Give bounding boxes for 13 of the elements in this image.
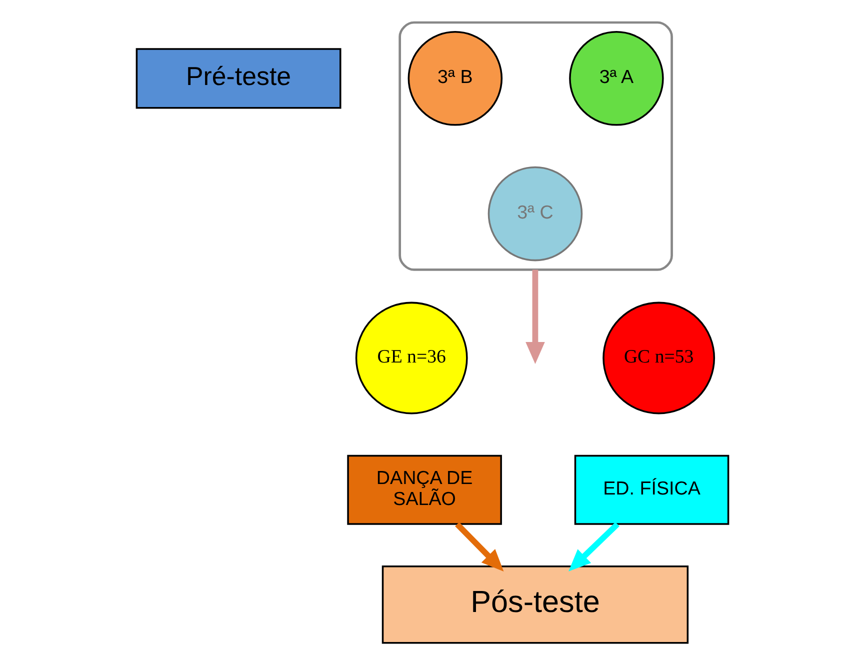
node-box: ED. FÍSICA <box>574 454 730 525</box>
node-circle: 3ª B <box>408 31 503 126</box>
node-box: Pós-teste <box>382 566 689 644</box>
arrow <box>526 270 545 364</box>
node-circle: 3ª A <box>569 31 664 126</box>
node-circle: GE n=36 <box>355 302 468 414</box>
node-circle: GC n=53 <box>602 302 716 414</box>
cluster <box>398 21 673 271</box>
node-circle: 3ª C <box>488 166 583 262</box>
arrow <box>568 522 620 572</box>
node-box: Pré-teste <box>136 48 342 109</box>
node-box: DANÇA DE SALÃO <box>347 454 502 525</box>
arrow <box>455 522 504 572</box>
